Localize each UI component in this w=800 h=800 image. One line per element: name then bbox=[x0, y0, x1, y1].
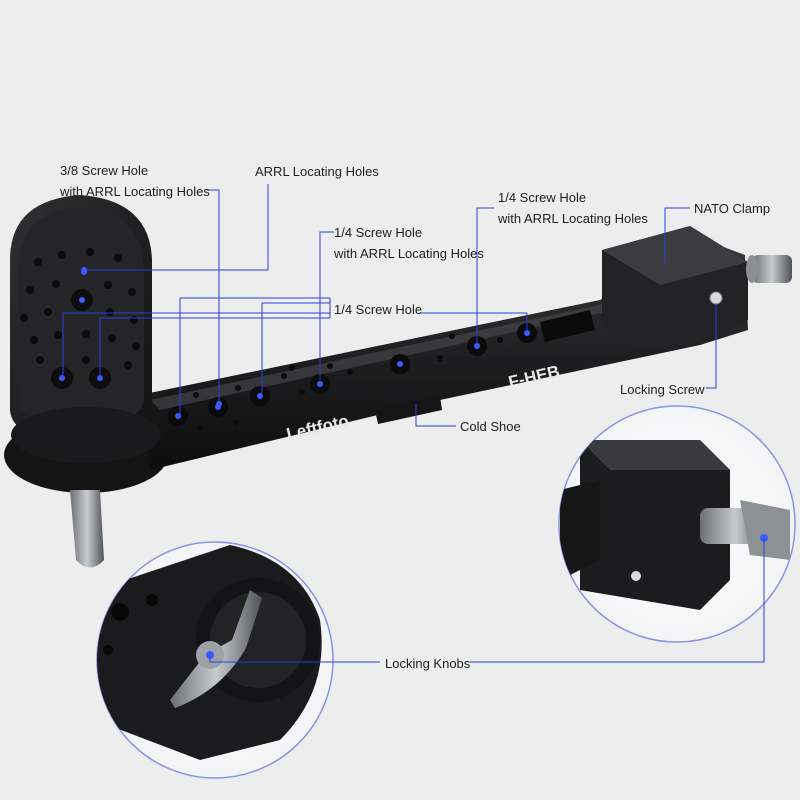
clamp-knob bbox=[752, 255, 792, 283]
extension-bracket bbox=[4, 195, 792, 568]
callout-line-1: 3/8 Screw Hole bbox=[60, 163, 149, 178]
inset-locking-knob-left bbox=[96, 541, 334, 779]
callout-line-1: Cold Shoe bbox=[460, 419, 521, 434]
callout-line-2: with ARRL Locating Holes bbox=[334, 246, 484, 261]
pod-holes bbox=[20, 248, 140, 369]
callout-locking-screw: Locking Screw bbox=[620, 379, 705, 400]
callout-arrl-locating-holes: ARRL Locating Holes bbox=[255, 161, 379, 182]
arm-slot bbox=[540, 310, 595, 342]
mounting-pin bbox=[70, 490, 104, 568]
inset-locking-knob-right bbox=[558, 405, 796, 643]
callout-cold-shoe: Cold Shoe bbox=[460, 416, 521, 437]
arm-hole-highlights bbox=[175, 330, 530, 419]
callout-quarter-screw-hole-center: 1/4 Screw Hole with ARRL Locating Holes bbox=[334, 222, 484, 264]
callout-3-8-screw-hole: 3/8 Screw Hole with ARRL Locating Holes bbox=[60, 160, 210, 202]
callout-lines bbox=[62, 184, 765, 663]
arm-body bbox=[140, 240, 748, 470]
callout-nato-clamp: NATO Clamp bbox=[694, 198, 770, 219]
callout-line-1: ARRL Locating Holes bbox=[255, 164, 379, 179]
callout-line-1: 1/4 Screw Hole bbox=[334, 225, 423, 240]
callout-line-2: with ARRL Locating Holes bbox=[60, 184, 210, 199]
callout-line-1: Locking Knobs bbox=[385, 656, 471, 671]
callout-line-1: Locking Screw bbox=[620, 382, 705, 397]
callout-line-1: 1/4 Screw Hole bbox=[498, 190, 587, 205]
callout-line-1: 1/4 Screw Hole bbox=[334, 302, 423, 317]
callout-locking-knobs: Locking Knobs bbox=[385, 653, 470, 674]
cold-shoe bbox=[375, 396, 442, 424]
callout-quarter-screw-hole: 1/4 Screw Hole bbox=[334, 299, 422, 320]
callout-line-1: NATO Clamp bbox=[694, 201, 771, 216]
callout-line-2: with ARRL Locating Holes bbox=[498, 211, 648, 226]
locking-screw bbox=[709, 291, 723, 305]
callout-quarter-screw-hole-right: 1/4 Screw Hole with ARRL Locating Holes bbox=[498, 187, 648, 229]
